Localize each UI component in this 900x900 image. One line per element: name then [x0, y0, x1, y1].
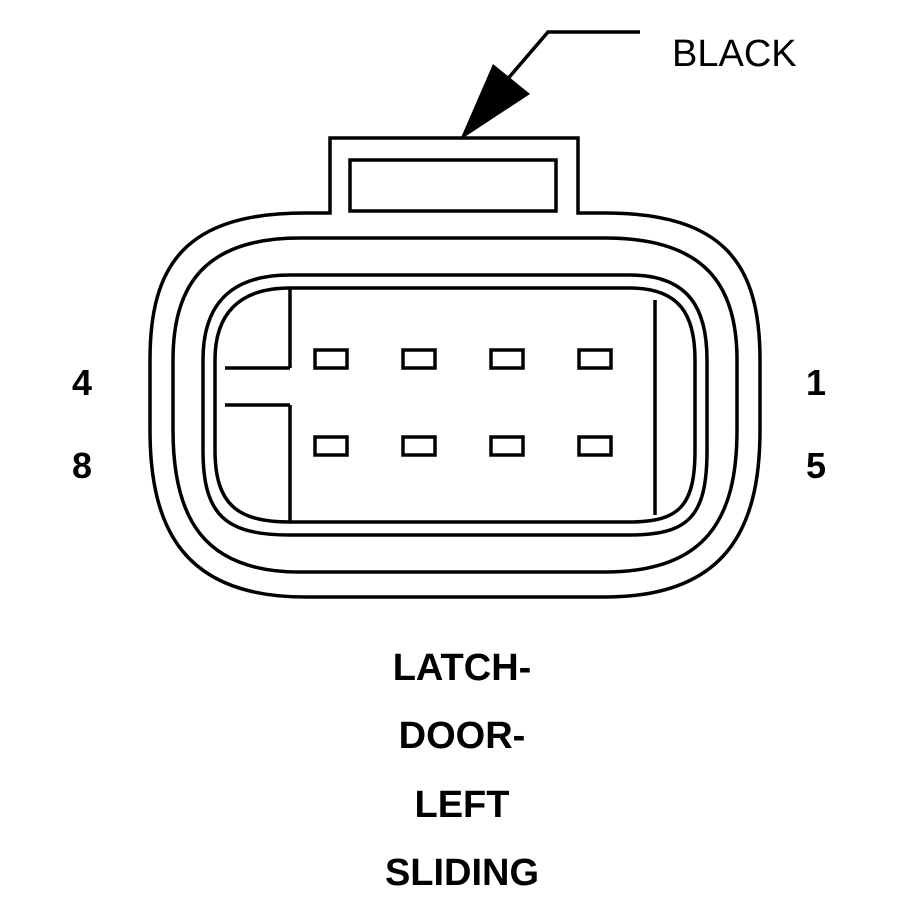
connector-name-line-1: LATCH- [393, 647, 532, 689]
latch-tab-window [348, 158, 558, 213]
connector-name-line-4: SLIDING [385, 852, 539, 894]
pin-cavity [313, 435, 349, 457]
mating-face-outer [201, 273, 709, 537]
callout-arrowhead [460, 64, 530, 140]
connector-name-line-2: DOOR- [399, 715, 526, 757]
pin-label-8: 8 [72, 445, 92, 486]
pin-label-1: 1 [806, 362, 826, 403]
pin-cavity [577, 348, 613, 370]
pin-cavity [401, 435, 437, 457]
mating-face-inner [213, 286, 697, 524]
pin-label-4: 4 [72, 362, 92, 403]
pin-cavity [489, 348, 525, 370]
connector-name-line-3: LEFT [415, 784, 510, 826]
pin-label-5: 5 [806, 445, 826, 486]
pin-cavity [489, 435, 525, 457]
pin-cavity [313, 348, 349, 370]
pin-cavities [313, 348, 613, 457]
connector-outer-shell [148, 136, 762, 599]
pin-cavity [577, 435, 613, 457]
callout-leader [460, 30, 640, 140]
pin-cavity [401, 348, 437, 370]
wire-color-label: BLACK [672, 33, 797, 75]
keying-rib [225, 288, 292, 522]
connector-inner-shell [171, 236, 739, 574]
